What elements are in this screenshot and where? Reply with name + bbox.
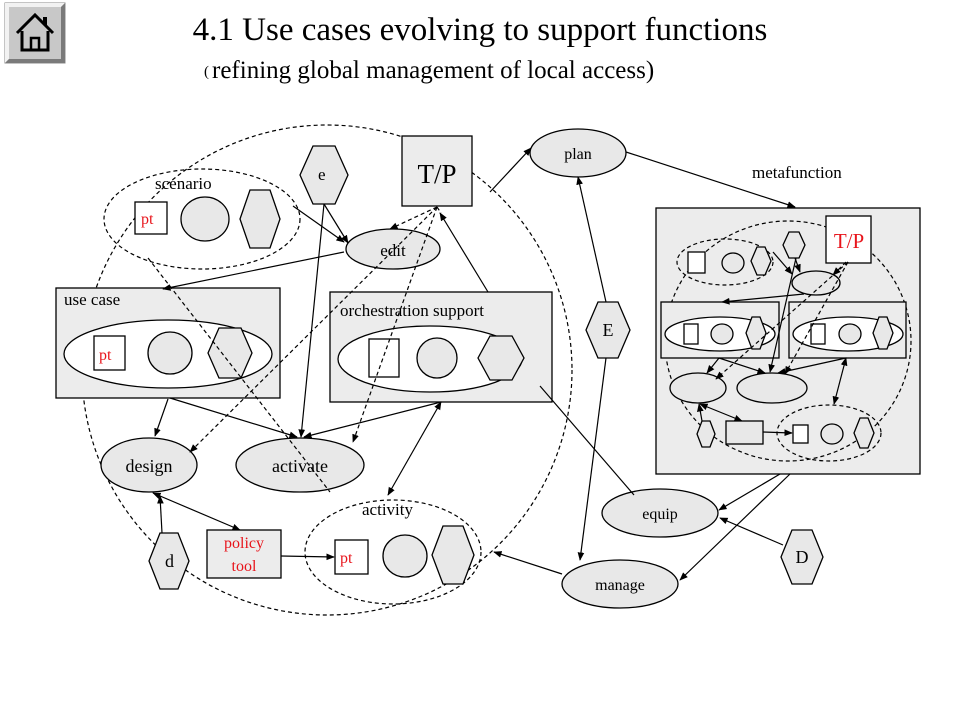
policy-tool-box [206, 529, 282, 579]
d-hexagon [148, 532, 190, 590]
meta-orchestration-hexagon [872, 316, 894, 350]
activity-ellipse-shape [382, 534, 428, 578]
activate-node [235, 437, 365, 493]
meta-orchestration-ellipse-shape [838, 323, 862, 345]
home-button[interactable] [4, 2, 66, 64]
activity-pt-box [334, 539, 369, 575]
equip-node [601, 488, 719, 538]
home-icon [15, 12, 55, 52]
scenario-ellipse [103, 168, 301, 270]
meta-scenario-ellipse-shape [721, 252, 745, 274]
subtitle-paren: ( [204, 64, 209, 80]
edit-label: edit [380, 241, 406, 260]
page-title: 4.1 Use cases evolving to support functi… [193, 12, 768, 48]
meta-scenario-rect [687, 251, 706, 274]
meta-policy-tool-box [725, 420, 764, 445]
scenario-label: scenario [155, 174, 212, 193]
meta-edit-node [791, 270, 841, 296]
scenario-pt-box [134, 201, 168, 235]
meta-design-node [669, 372, 727, 404]
meta-orchestration-rect [810, 323, 826, 345]
tp-meta-label: T/P [834, 229, 864, 253]
activity-ellipse [304, 499, 482, 605]
meta-activity-rect [792, 424, 809, 444]
D-label: D [796, 547, 809, 567]
scenario-hexagon [239, 189, 281, 249]
activity-pt-label: pt [340, 550, 353, 567]
meta-use-case-ellipse-shape [710, 323, 734, 345]
use-case-ellipse-shape [147, 331, 193, 375]
D-hexagon [780, 529, 824, 585]
metafunction-label: metafunction [752, 163, 842, 182]
design-label: design [126, 456, 173, 476]
meta-use-case-rect [683, 323, 699, 345]
scenario-pt-label: pt [141, 211, 154, 228]
activity-hexagon [431, 525, 475, 585]
meta-activity-hexagon [853, 417, 875, 449]
connections [147, 147, 849, 581]
policy-tool-line1: policy [224, 535, 264, 552]
orchestration-ellipse-shape [416, 337, 458, 379]
orchestration-rect-shape [368, 338, 400, 378]
meta-scenario-hexagon [750, 246, 772, 276]
meta-activate-node [736, 372, 808, 404]
design-node [100, 437, 198, 493]
E-hexagon [585, 301, 631, 359]
activity-label: activity [362, 500, 413, 519]
tp-main-box [401, 135, 473, 207]
use-case-label: use case [64, 290, 120, 309]
manage-node [561, 559, 679, 609]
e-label: e [318, 165, 326, 184]
use-case-hexagon [207, 327, 253, 379]
tp-main-label: T/P [417, 159, 456, 189]
E-label: E [603, 320, 614, 340]
tp-meta-box [825, 215, 872, 264]
activate-label: activate [272, 456, 328, 476]
meta-use-case-hexagon [745, 316, 767, 350]
meta-e-hexagon [782, 231, 806, 259]
orchestration-support-label: orchestration support [340, 301, 484, 320]
use-case-pt-box [93, 335, 126, 371]
equip-label: equip [642, 506, 678, 523]
policy-tool-line2: tool [232, 558, 257, 575]
global-scope-circle [81, 124, 573, 616]
plan-label: plan [564, 146, 592, 163]
orchestration-hexagon [477, 335, 525, 381]
manage-label: manage [595, 577, 645, 594]
d-label: d [165, 551, 174, 571]
meta-activity-ellipse-shape [820, 423, 844, 445]
scenario-ellipse-shape [180, 196, 230, 242]
meta-scenario-ellipse [676, 238, 774, 286]
e-hexagon [299, 145, 349, 205]
page-subtitle: refining global management of local acce… [212, 57, 654, 84]
use-case-pt-label: pt [99, 347, 112, 364]
